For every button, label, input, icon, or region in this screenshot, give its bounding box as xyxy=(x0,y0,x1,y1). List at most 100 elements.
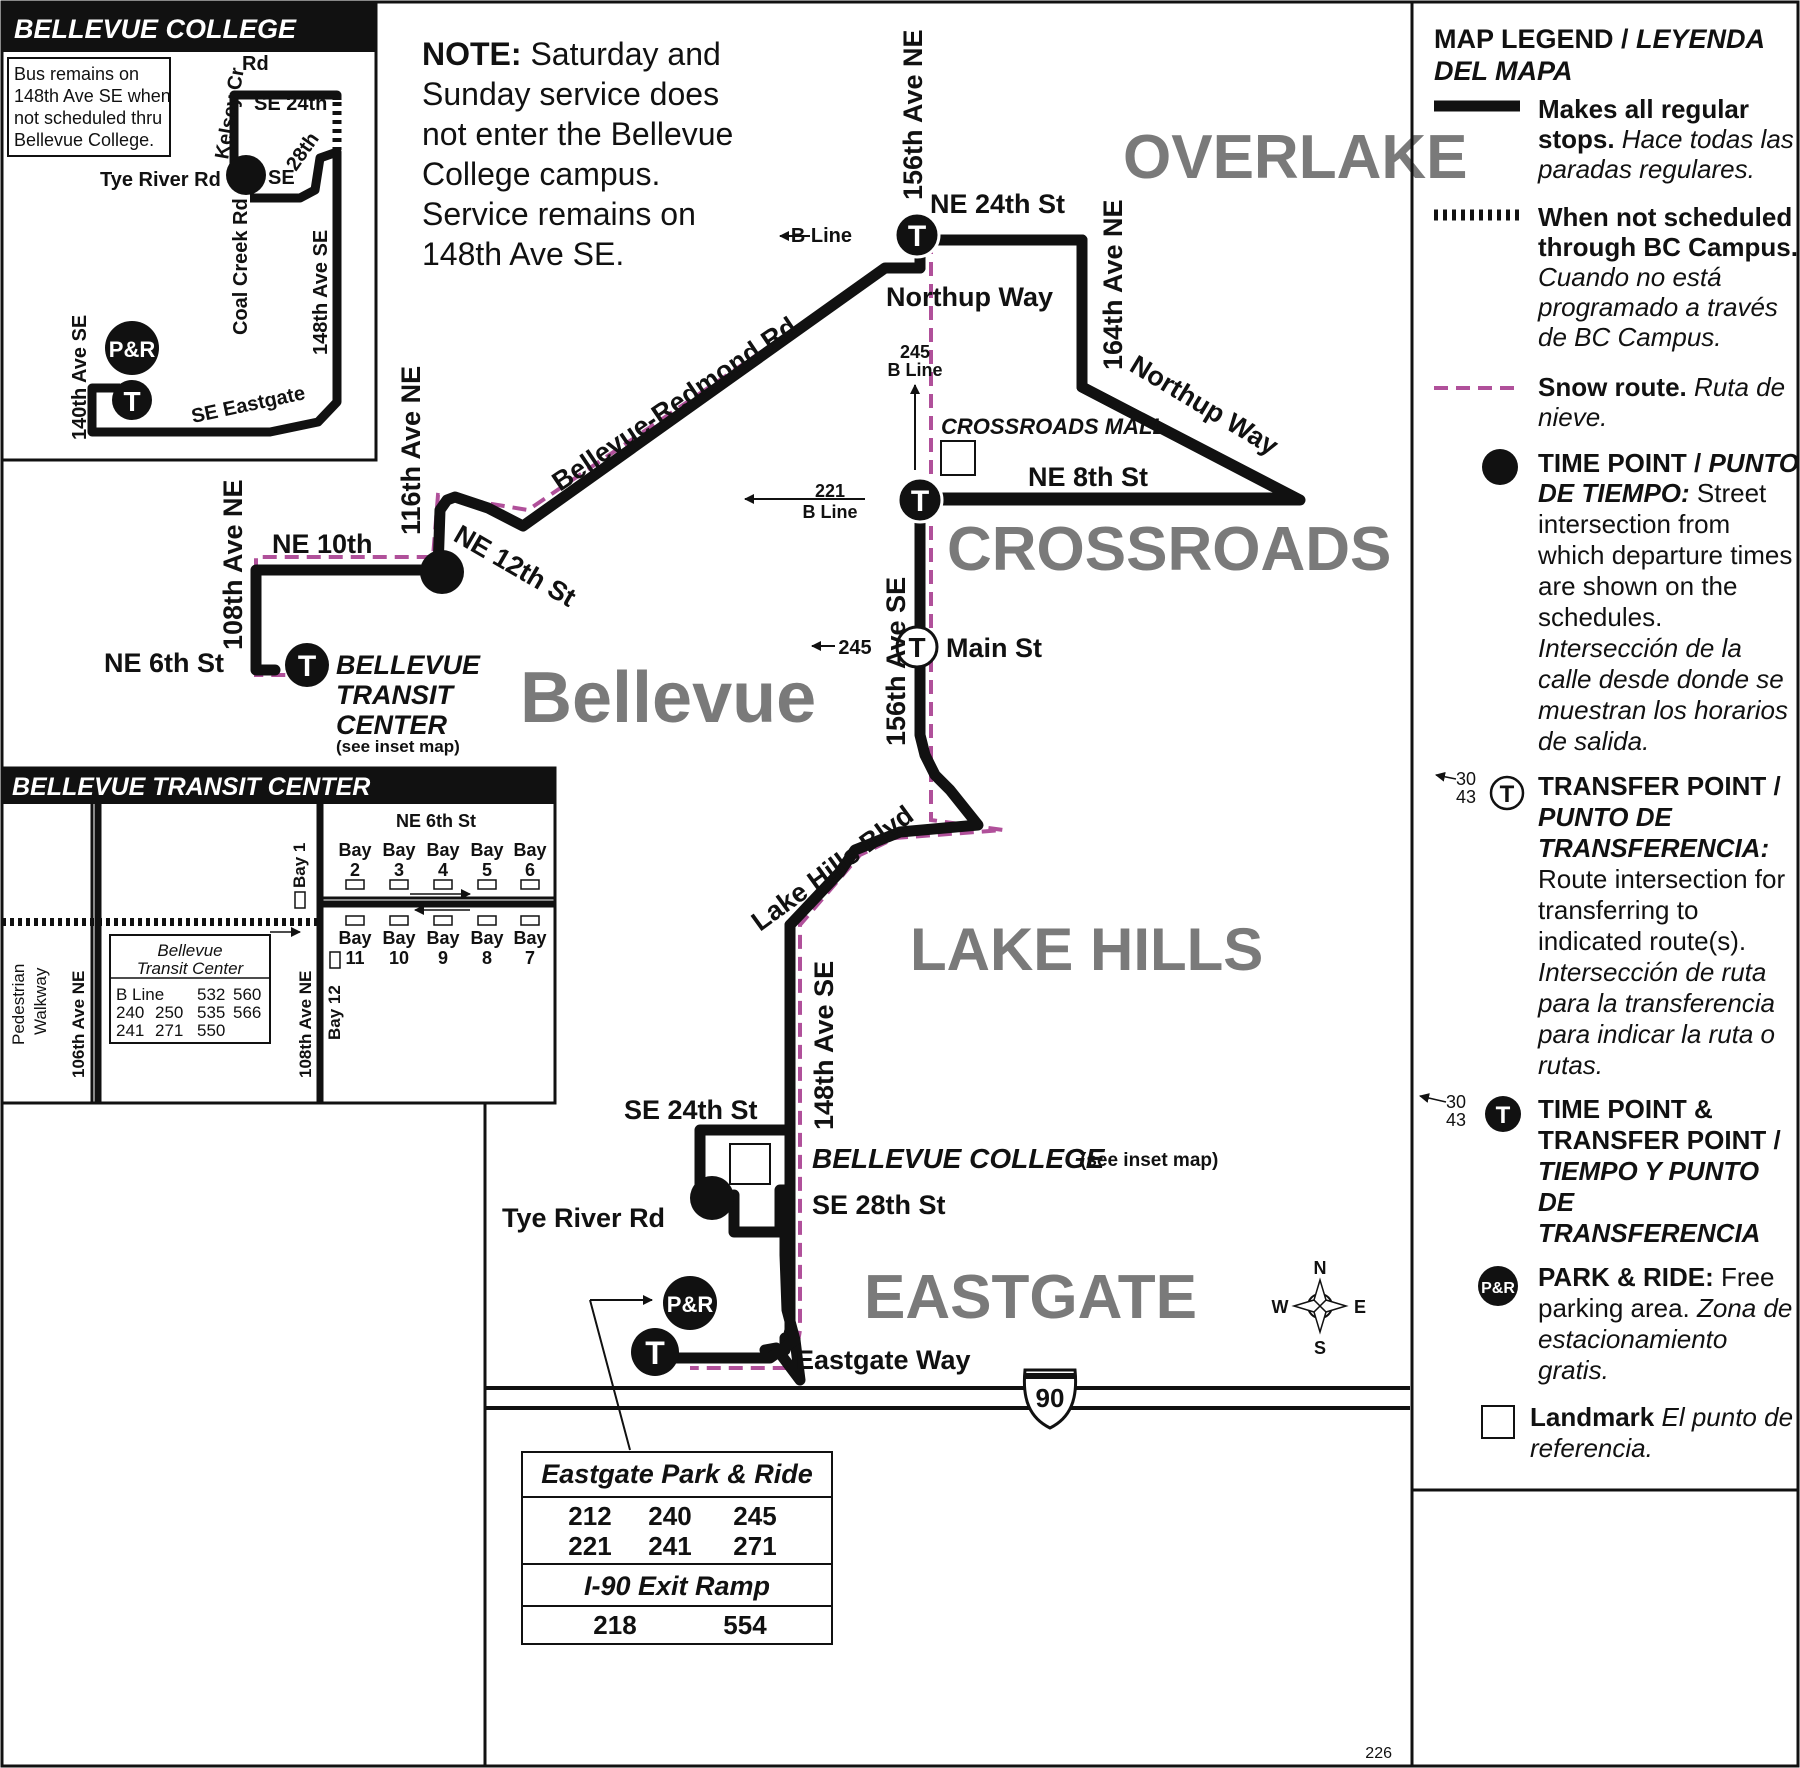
svg-text:para indicar la ruta o: para indicar la ruta o xyxy=(1537,1019,1775,1049)
transit-point-eastgate[interactable]: T xyxy=(631,1328,679,1376)
eastgate-routes-box: Eastgate Park & Ride 212 240 245 221 241… xyxy=(521,1451,833,1645)
bay-marker xyxy=(433,915,453,926)
bay-marker xyxy=(389,879,409,890)
svg-text:Snow route. Ruta de: Snow route. Ruta de xyxy=(1538,372,1785,402)
park-ride-icon: P&R xyxy=(667,1292,714,1317)
label-bellevue-college: BELLEVUE COLLEGE xyxy=(812,1143,1106,1174)
svg-text:MAP LEGEND / LEYENDA: MAP LEGEND / LEYENDA xyxy=(1434,24,1765,54)
svg-text:250: 250 xyxy=(155,1003,183,1022)
bay-marker xyxy=(433,879,453,890)
area-lake-hills: LAKE HILLS xyxy=(910,916,1263,983)
svg-text:parking area. Zona de: parking area. Zona de xyxy=(1538,1293,1792,1323)
svg-text:para la transferencia: para la transferencia xyxy=(1537,988,1775,1018)
inset-transit-center: BELLEVUE TRANSIT CENTER NE 6th St xyxy=(0,766,557,1105)
svg-text:Service remains on: Service remains on xyxy=(422,196,696,232)
svg-text:DEL MAPA: DEL MAPA xyxy=(1434,56,1573,86)
bay-label: Bay xyxy=(513,840,546,860)
svg-text:566: 566 xyxy=(233,1003,261,1022)
transit-icon: T xyxy=(908,632,925,663)
svg-text:Cuando no está: Cuando no está xyxy=(1538,262,1722,292)
label-see-inset-btc: (see inset map) xyxy=(336,737,460,756)
svg-text:B Line: B Line xyxy=(116,985,164,1004)
street-ne-12th: NE 12th St xyxy=(449,519,581,612)
label-pedestrian: Pedestrian xyxy=(9,964,28,1045)
street-se-24th: SE 24th St xyxy=(624,1095,758,1125)
bay-number: 10 xyxy=(389,948,409,968)
main-route xyxy=(250,234,1306,1386)
svg-text:535: 535 xyxy=(197,1003,225,1022)
street-148th-ave-se: 148th Ave SE xyxy=(809,961,839,1130)
weekend-note: NOTE: Saturday and Sunday service does n… xyxy=(422,36,733,272)
area-crossroads: CROSSROADS xyxy=(947,515,1391,584)
legend-time-transfer-icon xyxy=(1485,1096,1521,1132)
svg-text:intersection from: intersection from xyxy=(1538,509,1730,539)
transit-point-main-st[interactable]: T xyxy=(895,625,939,669)
park-ride-eastgate[interactable]: P&R xyxy=(663,1276,717,1330)
bay-number: 5 xyxy=(482,860,492,880)
svg-text:30: 30 xyxy=(1456,769,1476,789)
svg-text:240: 240 xyxy=(116,1003,144,1022)
transit-point-btc[interactable]: T xyxy=(285,643,329,687)
bay-label: Bay xyxy=(338,840,371,860)
svg-text:Coal Creek Rd: Coal Creek Rd xyxy=(230,198,252,335)
bay-number: 11 xyxy=(345,948,364,968)
bay-number: 8 xyxy=(482,948,492,968)
bay-number: 3 xyxy=(394,860,404,880)
transit-point-ne24[interactable]: T xyxy=(893,211,941,259)
svg-text:indicated route(s).: indicated route(s). xyxy=(1538,926,1746,956)
svg-text:Rd: Rd xyxy=(242,53,269,75)
svg-text:calle desde donde se: calle desde donde se xyxy=(1538,664,1784,694)
svg-text:which departure times: which departure times xyxy=(1537,540,1792,570)
svg-text:271: 271 xyxy=(733,1531,776,1561)
svg-text:N: N xyxy=(1314,1258,1327,1278)
time-point-tye-river[interactable] xyxy=(690,1176,734,1220)
bay-marker xyxy=(345,915,365,926)
street-eastgate-way: Eastgate Way xyxy=(796,1345,971,1375)
transit-point-ne8[interactable]: T xyxy=(896,476,944,524)
label-bay-1: Bay 1 xyxy=(290,843,309,888)
svg-text:148th Ave SE.: 148th Ave SE. xyxy=(422,236,624,272)
transfer-label-245: 245 xyxy=(900,342,930,362)
bay-number: 7 xyxy=(525,948,535,968)
bay-marker xyxy=(520,915,540,926)
time-point-ne12[interactable] xyxy=(420,550,464,594)
bay-label: Bay xyxy=(426,928,459,948)
svg-text:140th Ave SE: 140th Ave SE xyxy=(69,315,91,440)
svg-text:SE: SE xyxy=(268,167,295,189)
svg-text:560: 560 xyxy=(233,985,261,1004)
bay-marker xyxy=(477,915,497,926)
pr-callout-line xyxy=(589,1299,631,1451)
svg-text:are shown on the: are shown on the xyxy=(1538,571,1737,601)
svg-text:gratis.: gratis. xyxy=(1538,1355,1609,1385)
svg-text:241: 241 xyxy=(116,1021,144,1040)
svg-text:not scheduled thru: not scheduled thru xyxy=(14,108,162,128)
transfer-label-bline-top: B Line xyxy=(791,225,852,247)
svg-text:Route intersection for: Route intersection for xyxy=(1538,864,1785,894)
svg-text:221: 221 xyxy=(568,1531,611,1561)
svg-text:rutas.: rutas. xyxy=(1538,1050,1603,1080)
svg-text:241: 241 xyxy=(648,1531,691,1561)
street-ne-8th: NE 8th St xyxy=(1028,462,1148,492)
svg-text:TRANSFERENCIA: TRANSFERENCIA xyxy=(1538,1218,1760,1248)
street-se-28th: SE 28th St xyxy=(812,1190,946,1220)
street-ne-24th: NE 24th St xyxy=(930,189,1065,219)
svg-text:muestran los horarios: muestran los horarios xyxy=(1538,695,1788,725)
label-btc-3: CENTER xyxy=(336,710,448,740)
bay-label: Bay xyxy=(513,928,546,948)
svg-text:Intersección de ruta: Intersección de ruta xyxy=(1538,957,1766,987)
svg-text:Landmark El punto de: Landmark El punto de xyxy=(1530,1402,1793,1432)
freeway-i90: 90 xyxy=(485,1368,1410,1430)
svg-text:Tye River Rd: Tye River Rd xyxy=(100,169,221,191)
svg-text:TIME POINT / PUNTO: TIME POINT / PUNTO xyxy=(1538,448,1799,478)
svg-text:TRANSFER POINT /: TRANSFER POINT / xyxy=(1538,771,1781,801)
inset-bellevue-college: BELLEVUE COLLEGE Bus remains on 148th Av… xyxy=(0,0,378,462)
svg-text:estacionamiento: estacionamiento xyxy=(1538,1324,1727,1354)
svg-text:PARK & RIDE: Free: PARK & RIDE: Free xyxy=(1538,1262,1774,1292)
crossroads-mall-landmark xyxy=(940,440,976,476)
street-northup-way: Northup Way xyxy=(886,282,1053,312)
svg-text:TIEMPO Y PUNTO: TIEMPO Y PUNTO xyxy=(1538,1156,1759,1186)
svg-text:532: 532 xyxy=(197,985,225,1004)
bay-label: Bay xyxy=(470,928,503,948)
transit-icon: T xyxy=(908,220,926,253)
